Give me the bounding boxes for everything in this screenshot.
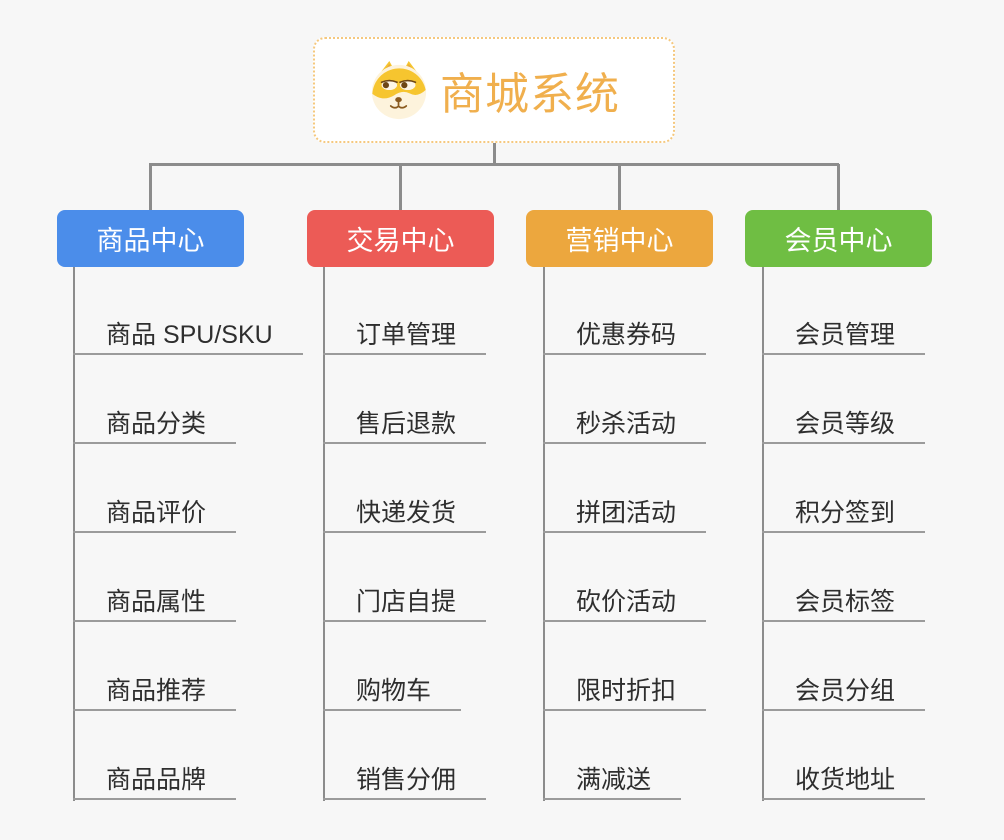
leaf-item[interactable]: 商品推荐: [73, 676, 237, 711]
branch-node-marketing-center[interactable]: 营销中心: [526, 210, 713, 267]
leaf-item[interactable]: 满减送: [543, 765, 682, 800]
leaf-item[interactable]: 积分签到: [762, 498, 926, 533]
branch-label: 交易中心: [346, 226, 455, 256]
leaf-item[interactable]: 订单管理: [323, 320, 487, 355]
branch-trunk: [543, 267, 545, 801]
branch-label: 会员中心: [784, 226, 893, 256]
connector-branch-stem: [617, 164, 621, 210]
leaf-item[interactable]: 会员管理: [762, 320, 926, 355]
leaf-item[interactable]: 商品属性: [73, 587, 237, 622]
branch-node-trade-center[interactable]: 交易中心: [307, 210, 494, 267]
leaf-item[interactable]: 门店自提: [323, 587, 487, 622]
leaf-item[interactable]: 商品分类: [73, 409, 237, 444]
leaf-item[interactable]: 售后退款: [323, 409, 487, 444]
leaf-item[interactable]: 会员分组: [762, 676, 926, 711]
branch-trunk: [762, 267, 764, 801]
branch-trunk: [73, 267, 75, 801]
leaf-item[interactable]: 销售分佣: [323, 765, 487, 800]
leaf-item[interactable]: 砍价活动: [543, 587, 707, 622]
connector-branch-stem: [398, 164, 402, 210]
branch-trunk: [323, 267, 325, 801]
branch-label: 商品中心: [96, 226, 205, 256]
leaf-item[interactable]: 快递发货: [323, 498, 487, 533]
leaf-item[interactable]: 收货地址: [762, 765, 926, 800]
connector-branch-stem: [836, 164, 840, 210]
root-title: 商城系统: [440, 70, 620, 119]
branch-node-product-center[interactable]: 商品中心: [57, 210, 244, 267]
connector-horizontal: [149, 162, 839, 166]
connector-root-stem: [492, 143, 496, 164]
leaf-item[interactable]: 商品评价: [73, 498, 237, 533]
leaf-item[interactable]: 优惠券码: [543, 320, 707, 355]
doge-icon: [371, 60, 427, 120]
leaf-item[interactable]: 会员标签: [762, 587, 926, 622]
leaf-item[interactable]: 秒杀活动: [543, 409, 707, 444]
leaf-item[interactable]: 商品品牌: [73, 765, 237, 800]
root-node[interactable]: 商城系统: [313, 37, 675, 143]
leaf-item[interactable]: 限时折扣: [543, 676, 707, 711]
leaf-item[interactable]: 购物车: [323, 676, 462, 711]
leaf-item[interactable]: 会员等级: [762, 409, 926, 444]
connector-branch-stem: [148, 164, 152, 210]
leaf-item[interactable]: 拼团活动: [543, 498, 707, 533]
leaf-item[interactable]: 商品 SPU/SKU: [73, 320, 303, 355]
branch-node-member-center[interactable]: 会员中心: [745, 210, 932, 267]
branch-label: 营销中心: [565, 226, 674, 256]
